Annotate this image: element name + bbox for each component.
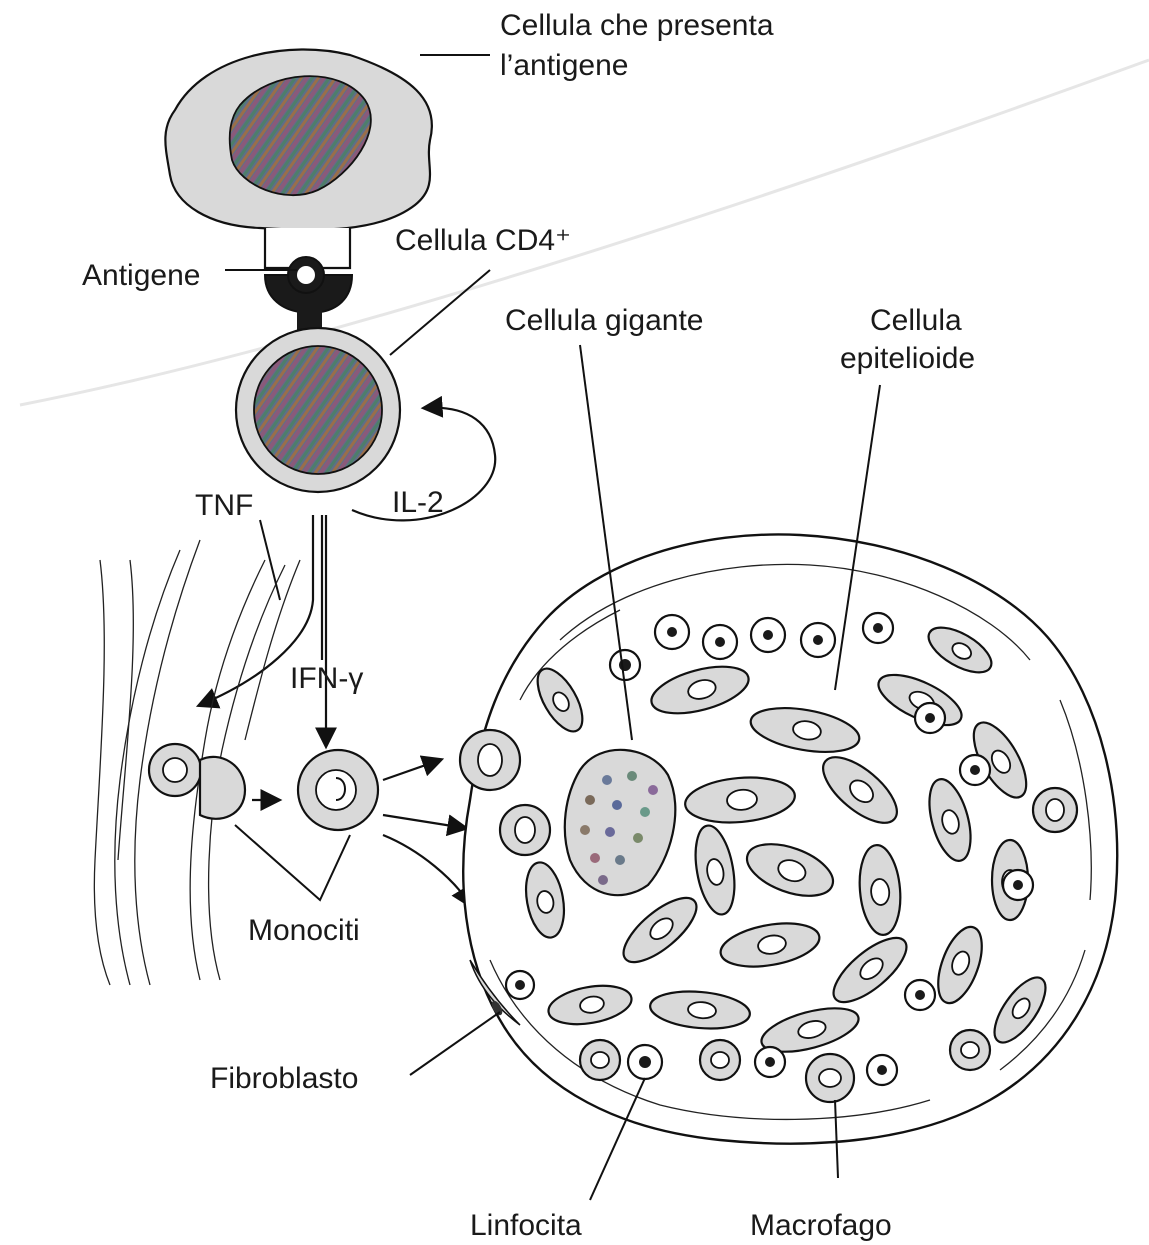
- monocyte: [298, 750, 378, 830]
- label-cd4: Cellula CD4⁺: [395, 224, 571, 257]
- label-il2: IL-2: [392, 486, 444, 519]
- mhc-tcr-complex: [265, 228, 352, 337]
- arrow-to-granuloma-2: [383, 815, 465, 828]
- label-antigene: Antigene: [82, 259, 200, 292]
- label-apc-line1: Cellula che presenta: [500, 9, 774, 42]
- monocyte-emigrating: [149, 744, 245, 819]
- label-monociti: Monociti: [248, 914, 360, 947]
- label-epithelioid-line1: Cellula: [870, 304, 962, 337]
- arrow-to-granuloma-1: [383, 760, 440, 780]
- antigen-presenting-cell: [165, 50, 432, 230]
- label-giant-cell: Cellula gigante: [505, 304, 703, 337]
- monociti-pointer: [235, 825, 350, 900]
- label-fibroblasto: Fibroblasto: [210, 1062, 358, 1095]
- label-apc-line2: l’antigene: [500, 49, 628, 82]
- cd4-nucleus: [254, 346, 382, 474]
- cytokine-lines: [200, 515, 326, 745]
- granuloma: [460, 534, 1117, 1143]
- cd4-t-cell: [236, 328, 400, 492]
- label-linfocita: Linfocita: [470, 1209, 582, 1242]
- label-tnf: TNF: [195, 489, 253, 522]
- label-ifn: IFN-γ: [290, 662, 363, 695]
- arrow-to-granuloma-3: [383, 835, 470, 905]
- label-macrofago: Macrofago: [750, 1209, 892, 1242]
- label-epithelioid-line2: epitelioide: [840, 342, 975, 375]
